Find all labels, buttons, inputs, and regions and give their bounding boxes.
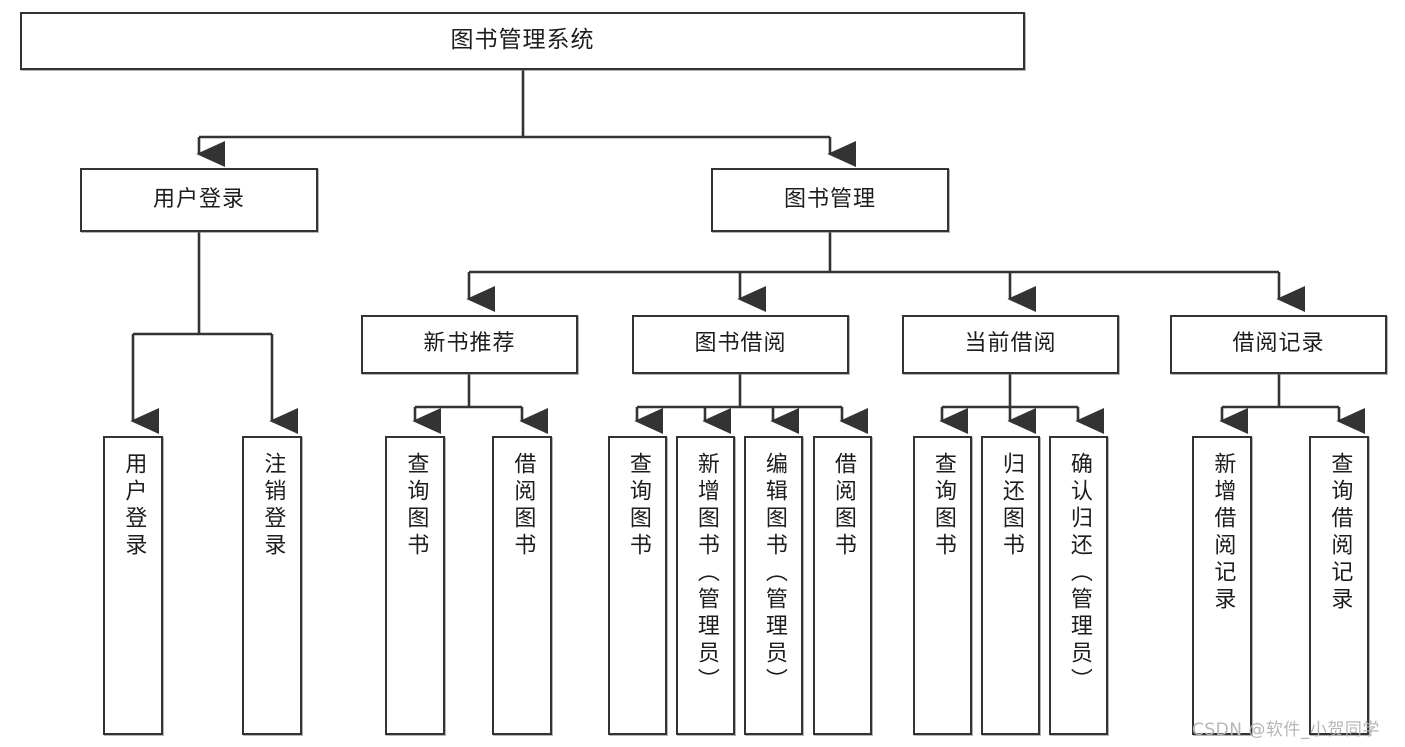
leaf-borrow-query-book-label: 查询图书	[625, 452, 651, 560]
leaf-borrow-add-book-label: 新增图书（管理员）	[693, 452, 719, 695]
leaf-new-book-borrow-book-label: 借阅图书	[510, 452, 536, 560]
node-book-management-label: 图书管理	[783, 186, 876, 212]
leaf-borrow-edit-book-label: 编辑图书（管理员）	[761, 452, 787, 695]
leaf-record-add-record[interactable]: 新增借阅记录	[1192, 436, 1252, 735]
leaf-current-confirm-return[interactable]: 确认归还（管理员）	[1049, 436, 1108, 735]
leaf-user-login[interactable]: 用户登录	[103, 436, 163, 735]
leaf-record-query-record[interactable]: 查询借阅记录	[1309, 436, 1369, 735]
node-current-borrow-label: 当前借阅	[964, 331, 1057, 357]
node-user-login[interactable]: 用户登录	[80, 168, 318, 232]
leaf-logout[interactable]: 注销登录	[242, 436, 302, 735]
node-current-borrow[interactable]: 当前借阅	[902, 315, 1119, 374]
leaf-record-query-record-label: 查询借阅记录	[1327, 452, 1353, 614]
leaf-current-return-book-label: 归还图书	[998, 452, 1024, 560]
leaf-borrow-borrow-book[interactable]: 借阅图书	[813, 436, 872, 735]
leaf-user-login-label: 用户登录	[121, 452, 147, 560]
leaf-logout-label: 注销登录	[260, 452, 286, 560]
leaf-borrow-edit-book[interactable]: 编辑图书（管理员）	[744, 436, 803, 735]
node-book-management[interactable]: 图书管理	[711, 168, 949, 232]
leaf-new-book-borrow-book[interactable]: 借阅图书	[492, 436, 552, 735]
leaf-current-return-book[interactable]: 归还图书	[981, 436, 1040, 735]
node-root-system-label: 图书管理系统	[450, 27, 595, 54]
leaf-new-book-query-book[interactable]: 查询图书	[385, 436, 445, 735]
node-root-system[interactable]: 图书管理系统	[20, 12, 1025, 70]
leaf-borrow-add-book[interactable]: 新增图书（管理员）	[676, 436, 735, 735]
node-book-borrow-label: 图书借阅	[694, 331, 787, 357]
node-borrow-record-label: 借阅记录	[1232, 331, 1325, 357]
leaf-borrow-query-book[interactable]: 查询图书	[608, 436, 667, 735]
node-new-book-recommend[interactable]: 新书推荐	[361, 315, 578, 374]
leaf-current-query-book[interactable]: 查询图书	[913, 436, 972, 735]
node-new-book-recommend-label: 新书推荐	[423, 331, 516, 357]
leaf-current-query-book-label: 查询图书	[930, 452, 956, 560]
node-user-login-label: 用户登录	[152, 186, 245, 212]
node-borrow-record[interactable]: 借阅记录	[1170, 315, 1387, 374]
leaf-current-confirm-return-label: 确认归还（管理员）	[1066, 452, 1092, 695]
leaf-record-add-record-label: 新增借阅记录	[1210, 452, 1236, 614]
leaf-borrow-borrow-book-label: 借阅图书	[830, 452, 856, 560]
leaf-new-book-query-book-label: 查询图书	[403, 452, 429, 560]
node-book-borrow[interactable]: 图书借阅	[632, 315, 849, 374]
